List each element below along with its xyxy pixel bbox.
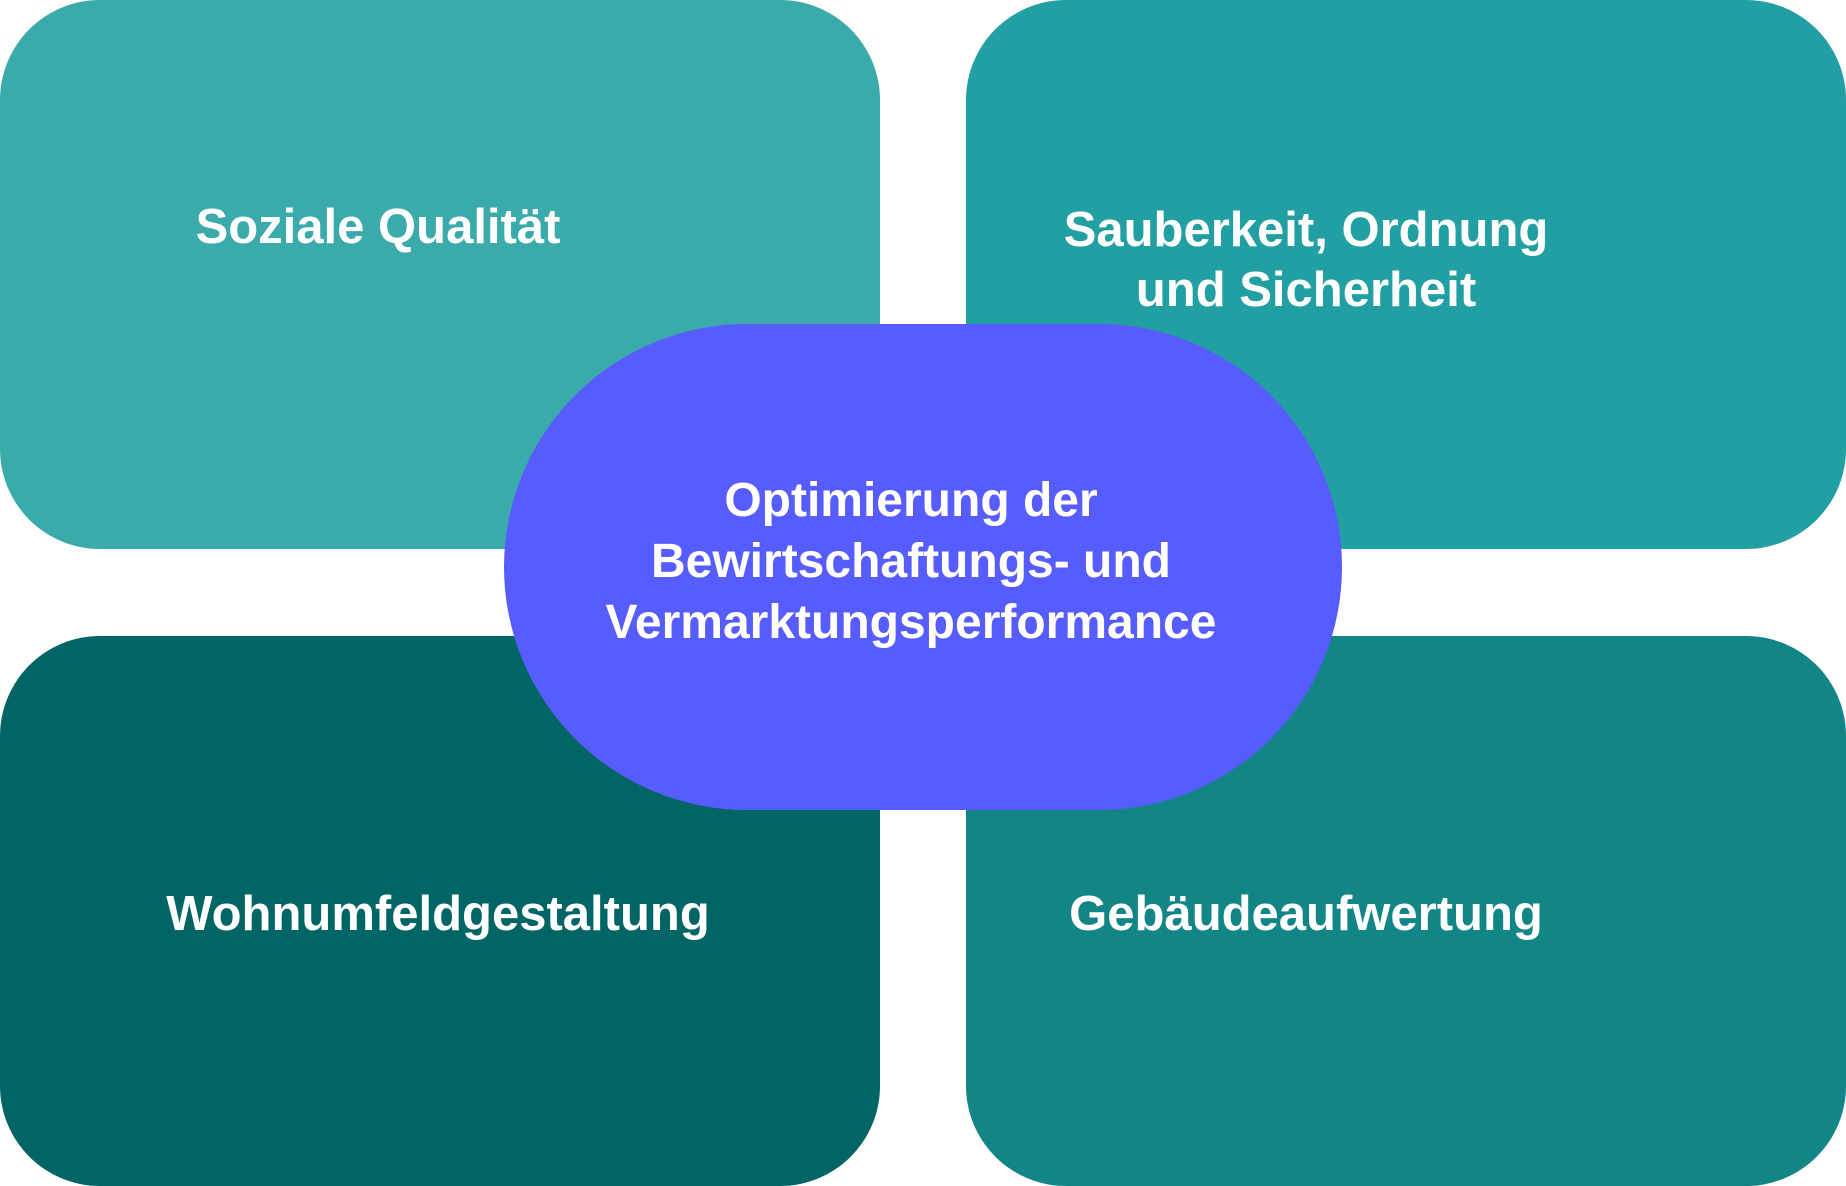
center-pill-optimierung: Optimierung der Bewirtschaftungs- und Ve… [504, 324, 1342, 810]
tile-label: Wohnumfeldgestaltung [166, 887, 710, 941]
tile-label: Soziale Qualität [195, 199, 561, 254]
center-label: Optimierung der Bewirtschaftungs- und Ve… [605, 473, 1217, 649]
tile-label: Sauberkeit, Ordnung und Sicherheit [1063, 202, 1549, 317]
tile-soziale-qualitaet: Soziale Qualität [0, 0, 880, 549]
tile-label: Gebäudeaufwertung [1069, 887, 1543, 941]
